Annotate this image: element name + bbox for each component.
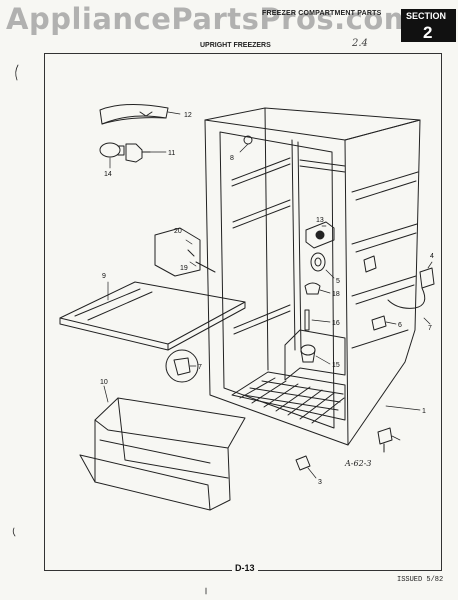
grommet <box>310 252 326 272</box>
section-badge: SECTION 2 <box>401 9 456 42</box>
control-knob <box>304 282 321 295</box>
light-switch <box>305 221 335 249</box>
callout-5: 5 <box>336 278 340 285</box>
callout-8: 7 <box>198 364 202 371</box>
storage-basket <box>79 397 246 511</box>
callout-12: 11 <box>168 150 175 157</box>
callout-13: 12 <box>184 112 192 119</box>
callout-16: 15 <box>332 362 340 369</box>
freezer-cabinet <box>204 107 421 446</box>
freezer-shelf <box>59 281 246 351</box>
bracket-detail <box>154 227 216 277</box>
drain-cap <box>300 344 316 363</box>
section-label: SECTION <box>406 11 447 21</box>
leveling-leg <box>377 427 393 453</box>
callout-7: 7 <box>428 325 432 332</box>
light-bulb <box>99 142 125 158</box>
shelf-clip <box>165 349 199 383</box>
section-number: 2 <box>423 23 433 42</box>
callout-11: 10 <box>100 379 108 386</box>
callout-4: 4 <box>430 253 434 260</box>
handwritten-note: 2.4 <box>352 38 368 49</box>
door-hinge <box>363 255 435 331</box>
diagram-code: D-13 <box>232 563 258 573</box>
callout-10: 9 <box>102 273 106 280</box>
site-watermark: AppliancePartsPros.com <box>6 2 415 36</box>
callout-1: 1 <box>422 408 426 415</box>
callout-20: 20 <box>174 228 182 235</box>
drain-tube <box>304 309 310 331</box>
callout-numbers: 12 11 14 20 19 9 7 10 8 13 5 18 16 15 4 … <box>100 112 434 486</box>
cabinet-foot <box>295 455 311 471</box>
product-title: UPRIGHT FREEZERS <box>200 42 271 49</box>
compartment-title: FREEZER COMPARTMENT PARTS <box>262 10 382 17</box>
lamp-socket <box>125 143 151 163</box>
callout-14: 13 <box>316 217 324 224</box>
margin-marks <box>12 64 207 595</box>
callout-3: 3 <box>318 479 322 486</box>
issued-date: ISSUED 5/82 <box>397 576 444 584</box>
callout-15: 14 <box>104 171 112 178</box>
leader-lines <box>103 111 433 479</box>
callout-6: 6 <box>398 322 402 329</box>
light-shield <box>99 103 169 125</box>
callout-9: 8 <box>230 155 234 162</box>
callout-17: 16 <box>332 320 340 327</box>
callout-18: 18 <box>332 291 340 298</box>
callout-19: 19 <box>180 265 188 272</box>
reference-note: A-62-3 <box>344 459 371 468</box>
